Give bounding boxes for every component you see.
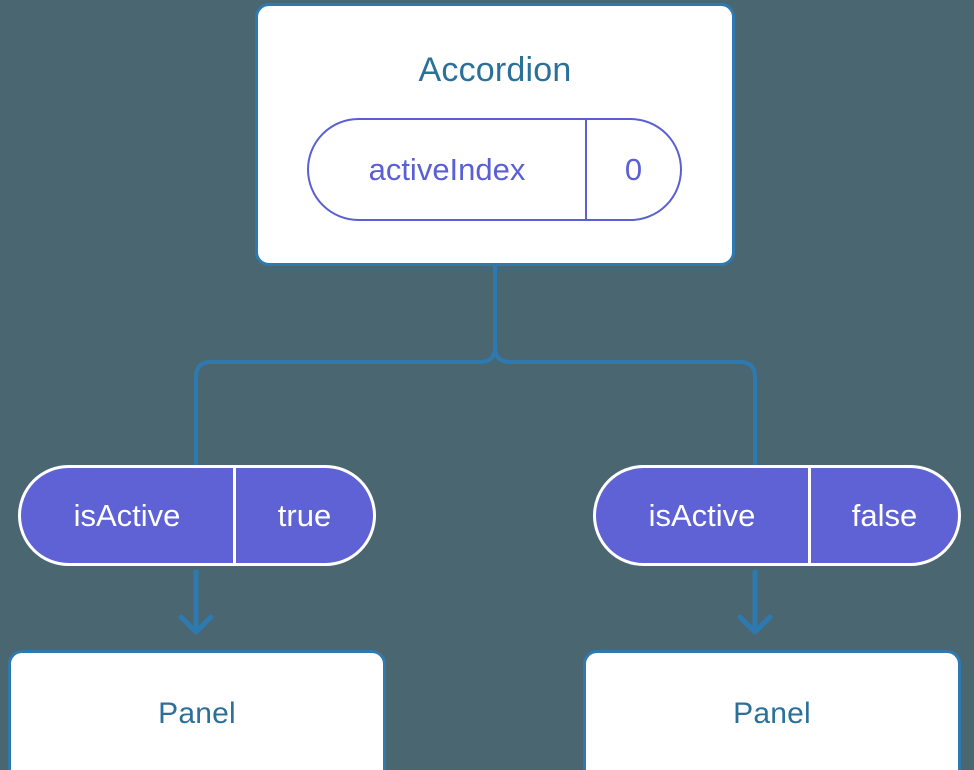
prop-pill-isactive-false[interactable]: isActive false <box>593 465 961 566</box>
prop-pill-isactive-true[interactable]: isActive true <box>18 465 376 566</box>
panel-card-left[interactable]: Panel <box>8 650 386 770</box>
prop-pill-value: false <box>851 497 918 533</box>
panel-title: Panel <box>733 697 811 730</box>
arrow-head-right <box>737 614 773 635</box>
prop-pill-key: isActive <box>21 468 236 563</box>
state-pill-value: 0 <box>624 151 643 187</box>
panel-title: Panel <box>158 697 236 730</box>
state-pill-key: activeIndex <box>309 120 587 219</box>
arrow-head-left <box>178 614 214 635</box>
prop-pill-key: isActive <box>596 468 811 563</box>
branch-line-left <box>194 266 497 465</box>
accordion-title: Accordion <box>418 51 572 89</box>
state-pill-activeindex[interactable]: activeIndex 0 <box>307 118 682 221</box>
panel-card-right[interactable]: Panel <box>583 650 961 770</box>
branch-line-right <box>493 266 757 465</box>
prop-pill-value: true <box>277 497 332 533</box>
